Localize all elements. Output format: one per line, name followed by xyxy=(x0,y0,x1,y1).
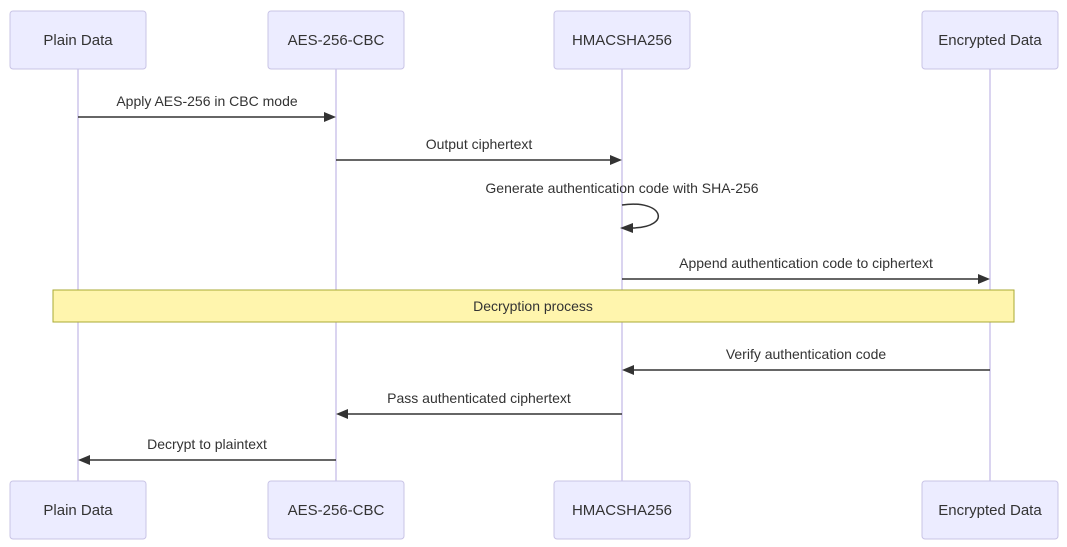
arrowhead-right-icon xyxy=(324,112,336,122)
actor-top-aes-256-cbc: AES-256-CBC xyxy=(267,10,405,70)
actor-top-encrypted-data: Encrypted Data xyxy=(921,10,1059,70)
actor-label: HMACSHA256 xyxy=(572,502,672,519)
actor-bottom-plain-data: Plain Data xyxy=(9,480,147,540)
note-decryption-process: Decryption process xyxy=(52,289,1015,323)
actor-label: HMACSHA256 xyxy=(572,32,672,49)
message-label: Verify authentication code xyxy=(726,346,887,362)
message-apply-aes-256-cbc-mode: Apply AES-256 in CBC mode xyxy=(78,93,336,122)
actor-label: Encrypted Data xyxy=(938,32,1042,49)
message-label: Output ciphertext xyxy=(426,136,533,152)
actor-label: AES-256-CBC xyxy=(288,502,385,519)
actor-top-hmacsha256: HMACSHA256 xyxy=(553,10,691,70)
message-decrypt-to-plaintext: Decrypt to plaintext xyxy=(78,436,336,465)
message-generate-auth-code-self-loop: Generate authentication code with SHA-25… xyxy=(485,180,759,233)
message-output-ciphertext: Output ciphertext xyxy=(336,136,622,165)
message-append-auth-code: Append authentication code to ciphertext xyxy=(622,255,990,284)
message-label: Apply AES-256 in CBC mode xyxy=(116,93,298,109)
actor-bottom-aes-256-cbc: AES-256-CBC xyxy=(267,480,405,540)
actor-box xyxy=(267,480,405,540)
self-loop-line xyxy=(621,203,660,229)
actor-box xyxy=(267,10,405,70)
arrowhead-left-icon xyxy=(620,223,633,233)
actor-bottom-hmacsha256: HMACSHA256 xyxy=(553,480,691,540)
message-verify-auth-code: Verify authentication code xyxy=(622,346,990,375)
actor-box xyxy=(9,480,147,540)
actor-box xyxy=(921,10,1059,70)
arrowhead-right-icon xyxy=(610,155,622,165)
message-label: Generate authentication code with SHA-25… xyxy=(485,180,758,196)
actor-box xyxy=(921,480,1059,540)
actor-top-plain-data: Plain Data xyxy=(9,10,147,70)
actor-label: Plain Data xyxy=(43,502,113,519)
message-label: Append authentication code to ciphertext xyxy=(679,255,933,271)
actor-box xyxy=(9,10,147,70)
note-box xyxy=(52,289,1015,323)
actor-bottom-encrypted-data: Encrypted Data xyxy=(921,480,1059,540)
message-label: Pass authenticated ciphertext xyxy=(387,390,571,406)
note-label: Decryption process xyxy=(473,298,593,314)
arrowhead-left-icon xyxy=(78,455,90,465)
lifelines xyxy=(77,69,991,481)
actor-label: Plain Data xyxy=(43,32,113,49)
actor-box xyxy=(553,480,691,540)
actor-box xyxy=(553,10,691,70)
arrowhead-right-icon xyxy=(978,274,990,284)
arrowhead-left-icon xyxy=(336,409,348,419)
actor-label: Encrypted Data xyxy=(938,502,1042,519)
arrowhead-left-icon xyxy=(622,365,634,375)
message-label: Decrypt to plaintext xyxy=(147,436,267,452)
actor-label: AES-256-CBC xyxy=(288,32,385,49)
message-pass-authenticated-ciphertext: Pass authenticated ciphertext xyxy=(336,390,622,419)
